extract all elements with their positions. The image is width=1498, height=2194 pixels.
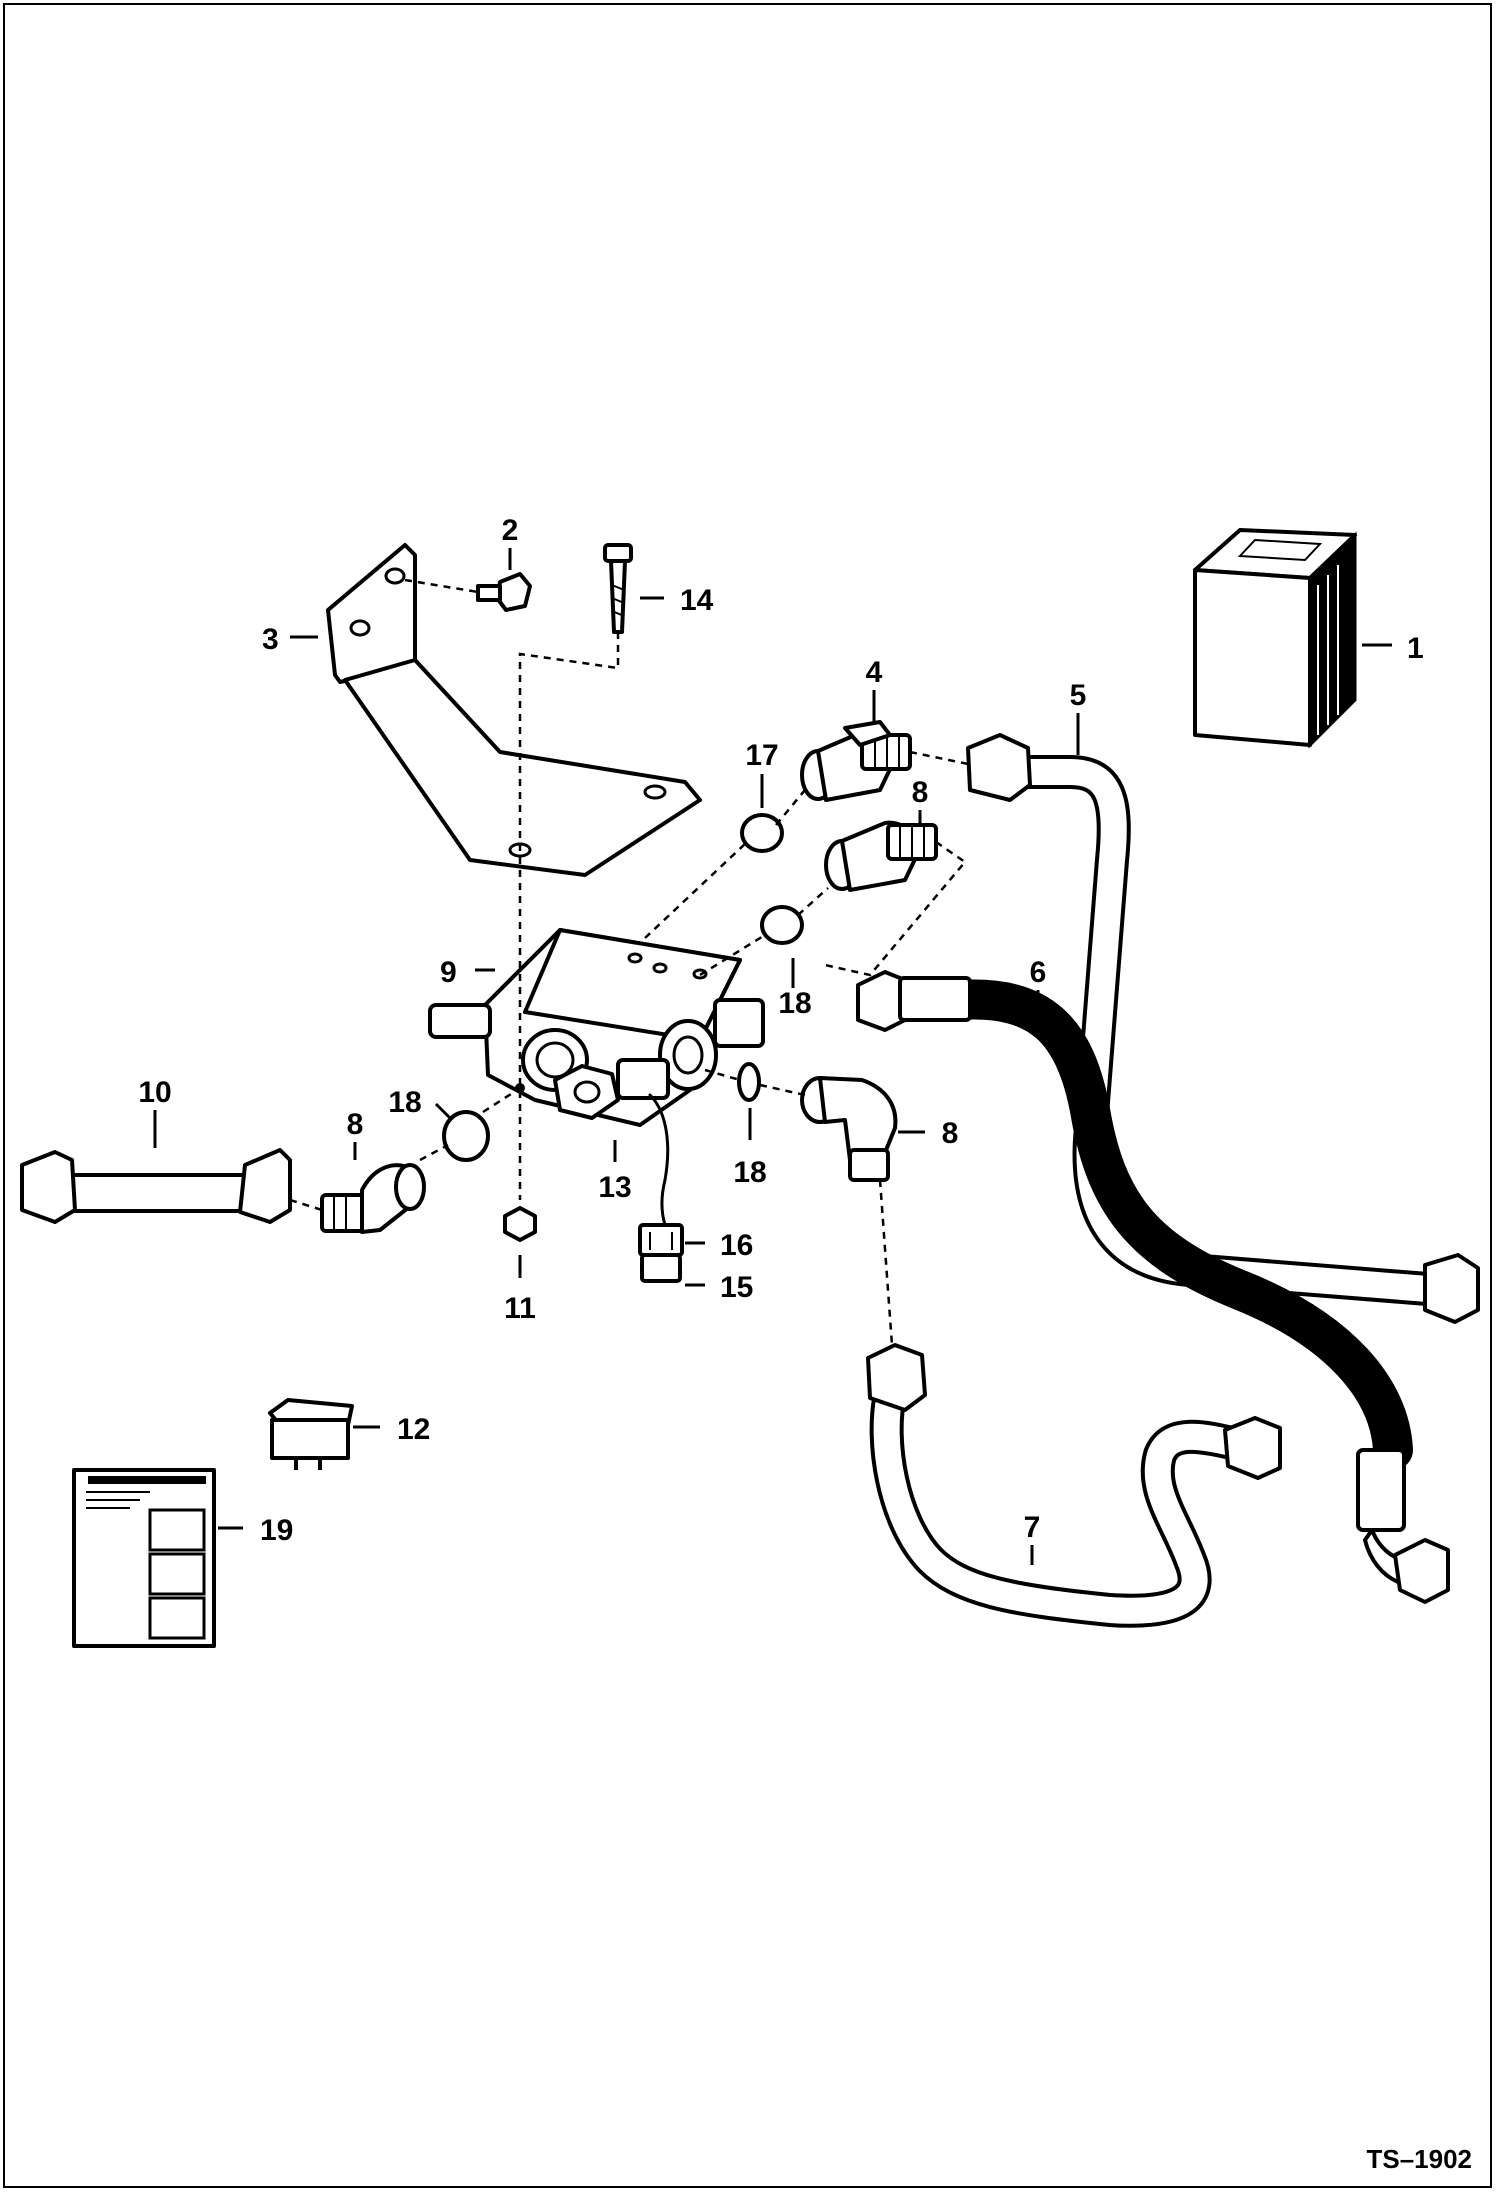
figure-reference: TS–1902 xyxy=(1366,2144,1472,2174)
elbow-fitting-4-part xyxy=(800,720,912,802)
leader-lines xyxy=(153,548,1392,1565)
callout-19: 19 xyxy=(260,1514,293,1547)
o-ring-18-right-part xyxy=(737,1062,761,1102)
callout-10: 10 xyxy=(138,1076,171,1109)
callout-12: 12 xyxy=(397,1413,430,1446)
callout-11: 11 xyxy=(504,1292,536,1325)
diagram-frame xyxy=(3,3,1492,2188)
callout-14: 14 xyxy=(680,584,714,617)
callout-8-upper: 8 xyxy=(912,776,929,809)
connector-part xyxy=(638,1223,684,1283)
callout-7: 7 xyxy=(1024,1511,1041,1544)
callout-2: 2 xyxy=(502,514,519,547)
callout-4: 4 xyxy=(866,656,883,689)
callout-labels: 1 2 3 4 5 6 7 8 8 8 9 10 11 12 13 14 15 … xyxy=(138,514,1472,2174)
callout-3: 3 xyxy=(262,623,279,656)
callout-18-left: 18 xyxy=(388,1086,421,1119)
manual-box-part xyxy=(1193,528,1357,749)
callout-1: 1 xyxy=(1407,632,1424,665)
callout-9: 9 xyxy=(440,956,457,989)
callout-15: 15 xyxy=(720,1271,753,1304)
mounting-bracket-part xyxy=(326,543,702,877)
tube-7-part xyxy=(866,1343,1282,1628)
o-ring-17-part xyxy=(740,813,784,853)
callout-6: 6 xyxy=(1030,956,1047,989)
callout-18-upper: 18 xyxy=(778,987,811,1020)
elbow-fitting-8-right-part xyxy=(800,1076,898,1182)
callout-5: 5 xyxy=(1070,679,1087,712)
o-ring-18-upper-part xyxy=(760,905,804,945)
valve-block-part xyxy=(428,928,765,1227)
nut-part xyxy=(503,1206,537,1242)
callout-18-right: 18 xyxy=(733,1156,766,1189)
callout-8-left: 8 xyxy=(347,1108,364,1141)
callout-13: 13 xyxy=(598,1171,631,1204)
callout-8-right: 8 xyxy=(942,1117,959,1150)
callout-16: 16 xyxy=(720,1229,753,1262)
hose-6-part xyxy=(856,970,1450,1604)
bolt-part xyxy=(476,572,532,612)
callout-17: 17 xyxy=(745,739,778,772)
elbow-fitting-8-left-part xyxy=(320,1163,426,1234)
decal-part xyxy=(72,1468,216,1648)
rocker-switch-part xyxy=(268,1398,354,1470)
long-bolt-part xyxy=(603,543,633,634)
tube-10-part xyxy=(20,1148,292,1224)
o-ring-18-left-part xyxy=(442,1110,490,1162)
elbow-fitting-8-upper-part xyxy=(824,820,938,892)
assembly-lines xyxy=(289,578,969,1346)
